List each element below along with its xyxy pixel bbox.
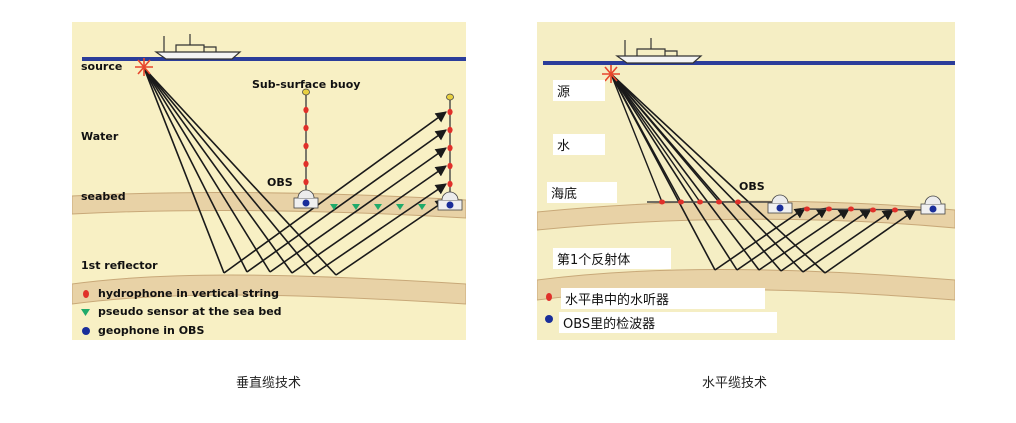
buoy-string [302, 88, 310, 198]
direct-rays [610, 73, 720, 203]
legend-pseudo-sensor-text: pseudo sensor at the sea bed [98, 305, 282, 318]
caption-vertical-cable: 垂直缆技术 [236, 376, 302, 391]
seabed-label: seabed [81, 190, 126, 203]
source-star-icon [602, 65, 620, 83]
water-label: Water [81, 130, 119, 143]
seabed-band [72, 192, 466, 219]
obs-unit-right [920, 195, 946, 215]
reflector-label: 第1个反射体 [553, 248, 671, 269]
legend-geophone-marker [545, 315, 553, 323]
obs-unit-right [437, 191, 463, 211]
horizontal-string-upper [647, 199, 773, 205]
upgoing-rays [223, 111, 447, 276]
upgoing-rays [714, 207, 916, 274]
legend-pseudo-sensor-marker [81, 309, 90, 316]
legend-hydrophone-marker [546, 293, 552, 301]
buoy-label: Sub-surface buoy [252, 78, 361, 91]
legend-hydrophone-text: hydrophone in vertical string [98, 287, 280, 300]
reflector-band [72, 274, 466, 305]
obs-label: OBS [267, 176, 293, 189]
vertical-cable-illustration [72, 34, 466, 335]
pseudo-sensors [330, 204, 426, 210]
legend-hydrophone-marker [83, 290, 89, 298]
vertical-cable-diagram: source Water seabed 1st reflector Sub-su… [72, 22, 466, 340]
hydrophone-string [446, 93, 454, 198]
reflector-label: 1st reflector [81, 259, 158, 272]
source-label: 源 [553, 80, 605, 101]
obs-label: OBS [739, 180, 765, 193]
legend-geophone-text: geophone in OBS [98, 324, 205, 337]
ship-icon [154, 34, 242, 60]
horizontal-cable-illustration [537, 38, 955, 323]
obs-unit-left [767, 194, 793, 214]
ship-icon [615, 38, 703, 64]
water-label: 水 [553, 134, 605, 155]
obs-unit-left [293, 189, 319, 209]
source-label: source [81, 60, 123, 73]
horizontal-string-seabed [800, 206, 926, 213]
legend-hydrophone-text: 水平串中的水听器 [561, 288, 765, 309]
legend-geophone-text: OBS里的检波器 [559, 312, 777, 333]
downgoing-rays [610, 73, 826, 274]
legend-geophone-marker [82, 327, 90, 335]
caption-horizontal-cable: 水平缆技术 [702, 376, 768, 391]
horizontal-cable-diagram: 源 水 海底 OBS 第1个反射体 水平串中的水听器 OBS里的检波器 [537, 22, 955, 340]
downgoing-rays [143, 67, 337, 276]
seabed-label: 海底 [547, 182, 617, 203]
source-star-icon [135, 58, 153, 76]
